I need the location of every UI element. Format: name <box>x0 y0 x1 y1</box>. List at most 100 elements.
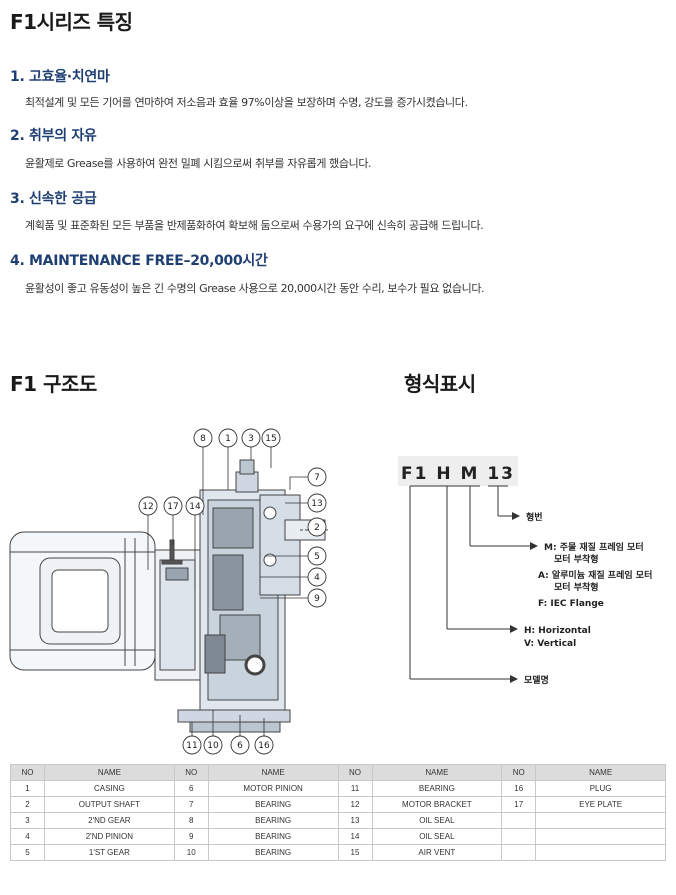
table-cell: 17 <box>501 796 537 813</box>
table-cell: 6 <box>173 780 209 797</box>
motor-bracket <box>154 549 201 681</box>
table-cell: 14 <box>337 828 373 845</box>
header-name: NAME <box>207 764 339 781</box>
parts-table: NO NAME NO NAME NO NAME NO NAME 1 CASING… <box>10 764 666 861</box>
label-mount-f: F: IEC Flange <box>538 599 604 609</box>
feature-description-3: 계획품 및 표준화된 모든 부품을 반제품화하여 확보해 둠으로써 수용가의 요… <box>25 219 484 232</box>
designation-code: F1 H M 13 <box>401 464 515 484</box>
callout-17: 17 <box>167 502 178 512</box>
table-cell: 15 <box>337 844 373 861</box>
designation-diagram: F1 H M 13 형번 M: 주물 재질 프레임 모터 모터 부착형 A: 알… <box>398 456 652 686</box>
callout-3: 3 <box>248 434 254 444</box>
table-cell: 3 <box>10 812 45 829</box>
table-cell: 5 <box>10 844 45 861</box>
feature-heading-3: 3. 신속한 공급 <box>10 191 97 207</box>
label-orient-v: V: Vertical <box>524 639 576 649</box>
table-cell: BEARING <box>207 828 339 845</box>
table-cell: MOTOR BRACKET <box>371 796 503 813</box>
table-cell: OIL SEAL <box>371 812 503 829</box>
structure-title: F1 구조도 <box>10 372 97 396</box>
table-cell: 16 <box>501 780 537 797</box>
callout-14: 14 <box>189 502 201 512</box>
feature-description-4: 윤활성이 좋고 유동성이 높은 긴 수명의 Grease 사용으로 20,000… <box>25 282 485 295</box>
callout-7: 7 <box>314 473 320 483</box>
table-cell: 10 <box>173 844 209 861</box>
header-name: NAME <box>371 764 503 781</box>
table-row: 1 CASING 6 MOTOR PINION 11 BEARING 16 PL… <box>10 780 666 797</box>
output-shaft <box>259 494 330 596</box>
structure-diagram: 8 1 3 15 7 13 2 12 17 14 5 4 9 11 10 6 1… <box>9 428 330 755</box>
table-cell: BEARING <box>207 812 339 829</box>
header-no: NO <box>10 764 45 781</box>
table-row: 3 2'ND GEAR 8 BEARING 13 OIL SEAL <box>10 812 666 829</box>
table-cell: MOTOR PINION <box>207 780 339 797</box>
table-row: 2 OUTPUT SHAFT 7 BEARING 12 MOTOR BRACKE… <box>10 796 666 813</box>
header-no: NO <box>337 764 373 781</box>
table-cell: OUTPUT SHAFT <box>44 796 175 813</box>
motor-body <box>9 531 156 671</box>
table-cell: 8 <box>173 812 209 829</box>
table-cell: 7 <box>173 796 209 813</box>
table-cell: 9 <box>173 828 209 845</box>
code-box <box>398 456 518 486</box>
feature-heading-4: 4. MAINTENANCE FREE–20,000시간 <box>10 253 268 269</box>
header-name: NAME <box>535 764 666 781</box>
feature-heading-2: 2. 취부의 자유 <box>10 128 97 144</box>
table-cell: 2 <box>10 796 45 813</box>
table-cell <box>535 812 666 829</box>
table-cell: 2'ND GEAR <box>44 812 175 829</box>
table-cell <box>501 828 537 845</box>
label-mount-m: M: 주물 재질 프레임 모터 <box>544 541 644 553</box>
table-cell: CASING <box>44 780 175 797</box>
callout-13: 13 <box>311 499 322 509</box>
callout-16: 16 <box>258 741 270 751</box>
table-cell <box>535 844 666 861</box>
table-cell: AIR VENT <box>371 844 503 861</box>
designation-title: 형식표시 <box>404 372 476 396</box>
table-cell: 1 <box>10 780 45 797</box>
table-cell: BEARING <box>371 780 503 797</box>
feature-heading-1: 1. 고효율·치연마 <box>10 69 110 85</box>
table-cell: EYE PLATE <box>535 796 666 813</box>
table-cell: 4 <box>10 828 45 845</box>
callout-4: 4 <box>314 573 320 583</box>
callout-2: 2 <box>314 523 320 533</box>
callout-5: 5 <box>314 552 320 562</box>
table-cell <box>501 844 537 861</box>
callout-15: 15 <box>265 434 276 444</box>
label-model-name: 모델명 <box>524 674 549 686</box>
table-cell: BEARING <box>207 844 339 861</box>
feature-description-2: 윤활제로 Grease를 사용하여 완전 밀폐 시킴으로써 취부를 자유롭게 했… <box>25 157 372 170</box>
header-no: NO <box>501 764 537 781</box>
table-cell: OIL SEAL <box>371 828 503 845</box>
table-cell: 12 <box>337 796 373 813</box>
table-row: 4 2'ND PINION 9 BEARING 14 OIL SEAL <box>10 828 666 845</box>
label-orient-h: H: Horizontal <box>524 626 591 636</box>
callout-6: 6 <box>237 741 243 751</box>
label-mount-a: A: 알루미늄 재질 프레임 모터 <box>538 569 652 581</box>
header-name: NAME <box>44 764 175 781</box>
callout-10: 10 <box>207 741 219 751</box>
feature-description-1: 최적설계 및 모든 기어를 연마하여 저소음과 효율 97%이상을 보장하며 수… <box>25 96 468 109</box>
table-cell: PLUG <box>535 780 666 797</box>
table-cell <box>535 828 666 845</box>
parts-table-header: NO NAME NO NAME NO NAME NO NAME <box>10 764 666 781</box>
callout-8: 8 <box>200 434 206 444</box>
table-cell: 13 <box>337 812 373 829</box>
callout-1: 1 <box>225 434 231 444</box>
page-title: F1시리즈 특징 <box>10 10 133 34</box>
table-cell <box>501 812 537 829</box>
table-cell: 11 <box>337 780 373 797</box>
table-cell: 1'ST GEAR <box>44 844 175 861</box>
callout-11: 11 <box>186 741 197 751</box>
callout-9: 9 <box>314 594 320 604</box>
label-model-no: 형번 <box>526 511 543 523</box>
table-cell: 2'ND PINION <box>44 828 175 845</box>
eye-plate <box>161 539 183 565</box>
table-row: 5 1'ST GEAR 10 BEARING 15 AIR VENT <box>10 844 666 861</box>
callout-12: 12 <box>142 502 153 512</box>
label-mount-a-2: 모터 부착형 <box>554 581 599 593</box>
table-cell: BEARING <box>207 796 339 813</box>
header-no: NO <box>173 764 209 781</box>
label-mount-m-2: 모터 부착형 <box>554 553 599 565</box>
